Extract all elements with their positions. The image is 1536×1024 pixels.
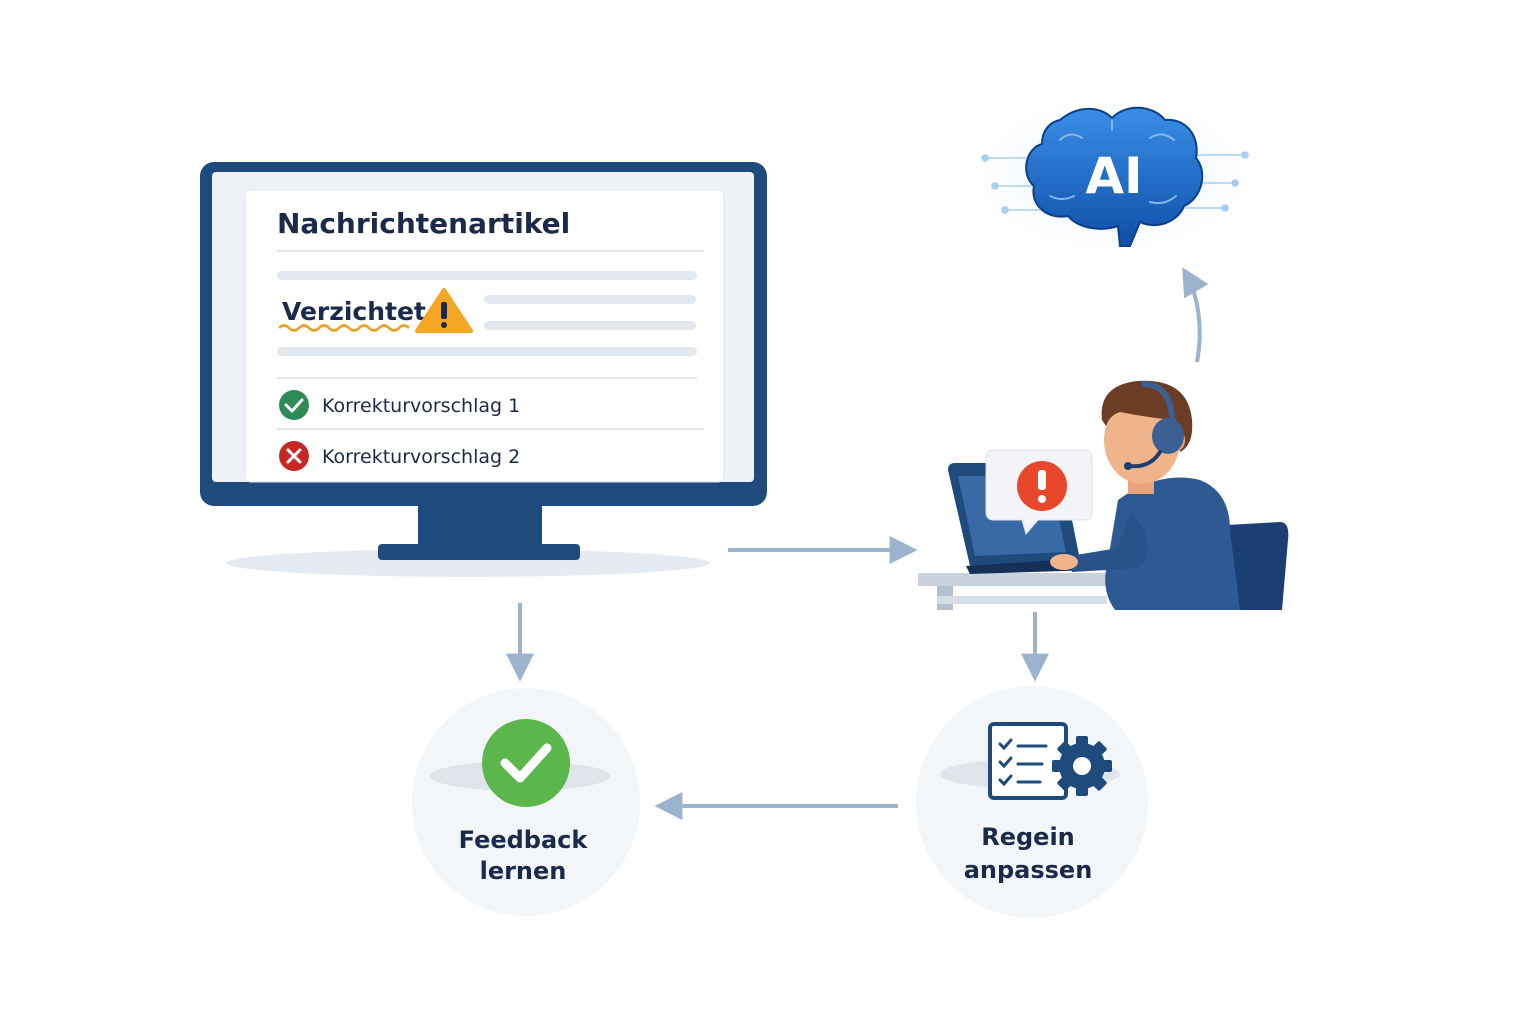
text-line [484,321,696,330]
agent-arm [1070,512,1148,572]
suggestion-label: Korrekturvorschlag 1 [322,395,520,417]
warning-triangle-icon [415,288,473,333]
checklist-gear-icon [988,722,1112,800]
exclamation-circle-icon [1017,461,1067,511]
text-line [277,271,697,280]
spelling-squiggle [278,324,410,332]
agent-hand [1050,554,1078,570]
rules-node-bg [916,686,1148,918]
support-agent [918,380,1289,610]
feedback-node[interactable]: Feedback lernen [412,688,640,916]
text-line [277,347,697,356]
monitor: Nachrichtenartikel Verzichtet Korrekturv… [200,162,767,577]
rules-label-line2: anpassen [964,856,1093,884]
article-title: Nachrichtenartikel [277,207,570,240]
suggestion-row-2[interactable]: Korrekturvorschlag 2 [279,441,520,471]
monitor-stand-neck [418,505,542,549]
monitor-shadow [226,549,710,577]
rules-node[interactable]: Regein anpassen [916,686,1148,918]
headset-mic [1128,450,1162,469]
check-circle-icon [279,390,309,420]
x-circle-icon [279,441,309,471]
arrow-agent-to-ai [1182,267,1209,363]
headset-band [1141,381,1175,423]
flow-arrows [506,267,1209,820]
rules-label-line1: Regein [981,823,1075,851]
feedback-label-line2: lernen [480,857,567,885]
ai-label: AI [1085,147,1142,205]
text-line [484,295,696,304]
brain-ai-icon: AI [963,90,1263,260]
flagged-word[interactable]: Verzichtet [282,297,426,326]
suggestion-row-1[interactable]: Korrekturvorschlag 1 [279,390,520,420]
desk-shelf [937,596,1107,604]
feedback-label-line1: Feedback [459,826,589,854]
monitor-stand-base [378,544,580,560]
check-circle-icon [482,719,570,807]
desk [918,573,1108,586]
article-card [244,189,725,483]
agent-torso [1105,477,1240,610]
suggestion-label: Korrekturvorschlag 2 [322,446,520,468]
headset-earcup [1152,418,1184,454]
